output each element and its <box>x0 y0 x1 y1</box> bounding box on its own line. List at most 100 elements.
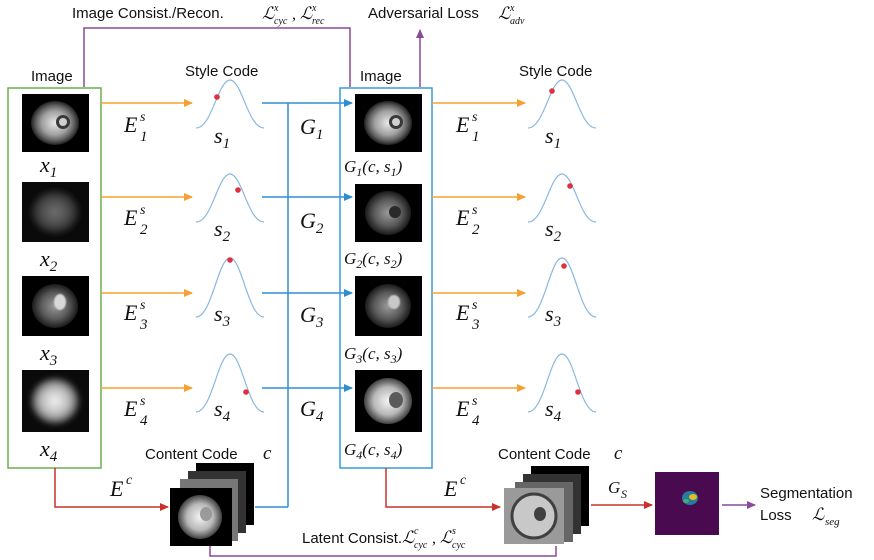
x4-label: x4 <box>39 436 58 465</box>
generated-thumbnail-1 <box>355 94 422 152</box>
style-encoder-label-right-1: E s 1 <box>455 110 480 145</box>
svg-text:ℒ: ℒ <box>300 4 313 23</box>
image-consistency-loss-bracket <box>83 27 351 87</box>
svg-text:3: 3 <box>471 317 480 333</box>
svg-text:Content Code: Content Code <box>498 446 591 463</box>
svg-text:s: s <box>452 526 456 537</box>
image-label-mid: Image <box>360 68 402 85</box>
svg-text:x: x <box>509 3 515 14</box>
content-code-label-left: Content Code c <box>145 443 272 464</box>
gaussian-curve-icon-right-3 <box>527 257 597 318</box>
svg-text:1: 1 <box>140 129 148 145</box>
style-dot-left-4 <box>243 389 249 395</box>
style-code-label-left: Style Code <box>185 63 258 80</box>
style-encoder-label-3: E s 3 <box>123 298 148 333</box>
style-encoder-label-4: E s 4 <box>123 394 148 429</box>
generated-label-4: G4(c, s4) <box>344 440 403 462</box>
svg-text:E: E <box>455 112 470 137</box>
svg-text:Image Consist./Recon.: Image Consist./Recon. <box>72 5 224 22</box>
svg-text:s: s <box>140 394 146 409</box>
style-encoder-label-1: E s 1 <box>123 110 148 145</box>
s1-label-right: s1 <box>545 123 561 152</box>
generator-label-3: G3 <box>300 302 323 331</box>
svg-text:,: , <box>292 6 296 23</box>
style-dot-right-4 <box>575 389 581 395</box>
svg-text:seg: seg <box>825 516 840 528</box>
svg-text:s: s <box>472 298 478 313</box>
image-label-left: Image <box>31 68 73 85</box>
svg-text:E: E <box>123 205 138 230</box>
svg-text:ℒ: ℒ <box>402 528 415 547</box>
gaussian-curve-icon-right-1 <box>527 79 597 129</box>
generated-label-1: G1(c, s1) <box>344 157 403 179</box>
svg-text:s: s <box>140 203 146 218</box>
svg-text:E: E <box>455 205 470 230</box>
segmentation-generator-label: G S <box>608 478 627 501</box>
brain-mri-thumbnail-x3 <box>22 276 89 336</box>
svg-text:ℒ: ℒ <box>440 528 453 547</box>
generated-label-2: G2(c, s2) <box>344 249 403 271</box>
style-encoder-label-right-4: E s 4 <box>455 394 480 429</box>
gaussian-curve-icon-right-2 <box>527 173 597 223</box>
s2-label-right: s2 <box>545 216 562 245</box>
s4-label-left: s4 <box>214 396 231 425</box>
brain-mri-thumbnail-x2 <box>22 182 89 242</box>
brain-mri-thumbnail-x4 <box>22 370 89 432</box>
svg-text:c: c <box>614 443 623 464</box>
generator-label-4: G4 <box>300 396 324 425</box>
style-dot-right-1 <box>549 88 555 94</box>
content-encoder-arrow-left <box>54 468 169 511</box>
content-code-label-right: Content Code c <box>498 443 623 464</box>
svg-text:4: 4 <box>140 413 148 429</box>
content-code-stack-right <box>504 466 589 544</box>
svg-text:c: c <box>414 526 419 537</box>
svg-text:E: E <box>455 300 470 325</box>
svg-text:cyc: cyc <box>452 540 466 551</box>
svg-text:x: x <box>273 3 279 14</box>
svg-text:s: s <box>140 298 146 313</box>
svg-text:s: s <box>472 394 478 409</box>
image-consistency-loss-label: Image Consist./Recon. ℒ x cyc , ℒ x rec <box>72 3 325 27</box>
segmentation-map-icon <box>655 472 719 535</box>
gaussian-curve-icon-left-3 <box>195 257 265 318</box>
svg-text:2: 2 <box>472 222 480 238</box>
svg-text:s: s <box>140 110 146 125</box>
svg-text:cyc: cyc <box>414 540 428 551</box>
svg-text:E: E <box>123 396 138 421</box>
svg-text:Segmentation: Segmentation <box>760 485 853 502</box>
gaussian-curve-icon-left-1 <box>195 79 265 129</box>
x1-label: x1 <box>39 152 57 181</box>
svg-text:Adversarial Loss: Adversarial Loss <box>368 5 479 22</box>
svg-text:rec: rec <box>312 16 325 27</box>
svg-text:E: E <box>443 476 458 501</box>
svg-text:2: 2 <box>140 222 148 238</box>
svg-text:Loss: Loss <box>760 507 792 524</box>
generated-thumbnail-3 <box>355 276 422 336</box>
generated-thumbnail-4 <box>355 370 422 432</box>
svg-text:E: E <box>109 476 124 501</box>
s4-label-right: s4 <box>545 396 562 425</box>
svg-text:Content Code: Content Code <box>145 446 238 463</box>
style-dot-right-3 <box>561 263 567 269</box>
svg-text:s: s <box>472 203 478 218</box>
gaussian-curve-icon-left-4 <box>195 353 265 413</box>
latent-consistency-bracket <box>209 546 557 557</box>
style-code-label-right: Style Code <box>519 63 592 80</box>
style-dot-left-2 <box>235 187 241 193</box>
content-code-stack-left <box>170 463 254 546</box>
svg-text:c: c <box>263 443 272 464</box>
svg-text:Latent Consist.: Latent Consist. <box>302 530 402 547</box>
style-encoder-label-2: E s 2 <box>123 203 148 238</box>
svg-text:E: E <box>123 112 138 137</box>
style-dot-left-1 <box>214 94 220 100</box>
s2-label-left: s2 <box>214 216 231 245</box>
segmentation-loss-label: Segmentation Loss ℒ seg <box>760 485 853 528</box>
x3-label: x3 <box>39 340 57 369</box>
svg-text:ℒ: ℒ <box>498 4 511 23</box>
svg-text:ℒ: ℒ <box>812 505 825 524</box>
svg-text:1: 1 <box>472 129 480 145</box>
s1-label-left: s1 <box>214 123 230 152</box>
svg-text:4: 4 <box>472 413 480 429</box>
brain-mri-thumbnail-x1 <box>22 94 89 152</box>
